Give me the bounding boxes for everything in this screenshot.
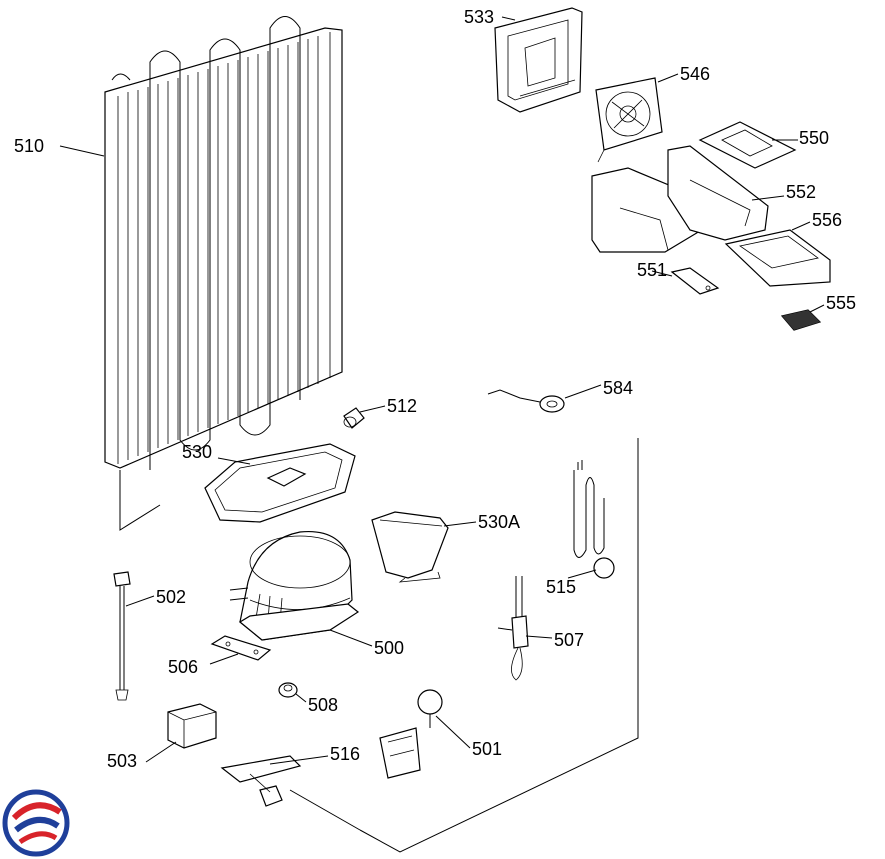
label-546: 546 bbox=[680, 64, 710, 84]
grommet-512[interactable] bbox=[343, 407, 365, 429]
label-512: 512 bbox=[387, 396, 417, 416]
filter-555[interactable] bbox=[780, 309, 822, 331]
label-550: 550 bbox=[799, 128, 829, 148]
leader-530a bbox=[443, 521, 477, 527]
leader-552 bbox=[751, 195, 785, 201]
label-500: 500 bbox=[374, 638, 404, 658]
leader-551 bbox=[651, 270, 673, 277]
thermostat-507[interactable] bbox=[497, 576, 529, 681]
label-501: 501 bbox=[472, 739, 502, 759]
sensor-584[interactable] bbox=[487, 389, 565, 413]
label-516: 516 bbox=[330, 744, 360, 764]
label-556: 556 bbox=[812, 210, 842, 230]
condenser-510[interactable] bbox=[104, 16, 343, 531]
leader-506 bbox=[209, 653, 239, 665]
leader-584 bbox=[564, 384, 602, 399]
leader-530 bbox=[217, 457, 251, 465]
compressor-500[interactable] bbox=[229, 530, 360, 641]
relay-501[interactable] bbox=[379, 689, 443, 779]
label-533: 533 bbox=[464, 7, 494, 27]
relay-502[interactable] bbox=[113, 571, 131, 701]
leader-510 bbox=[59, 145, 105, 157]
leader-500 bbox=[329, 629, 373, 647]
fan-cover-533[interactable] bbox=[494, 7, 583, 113]
label-510: 510 bbox=[14, 136, 44, 156]
leader-555 bbox=[809, 304, 825, 313]
bracket-516[interactable] bbox=[220, 755, 302, 807]
leader-508 bbox=[295, 693, 307, 703]
label-508: 508 bbox=[308, 695, 338, 715]
brand-logo bbox=[2, 789, 70, 857]
tray-556[interactable] bbox=[724, 229, 831, 287]
label-551: 551 bbox=[637, 260, 667, 280]
housing-552[interactable] bbox=[591, 145, 769, 253]
heater-515[interactable] bbox=[573, 460, 615, 579]
mount-plate-506[interactable] bbox=[210, 635, 272, 661]
label-552: 552 bbox=[786, 182, 816, 202]
leader-507 bbox=[525, 635, 553, 639]
clip-551[interactable] bbox=[670, 267, 720, 295]
label-584: 584 bbox=[603, 378, 633, 398]
label-530a: 530A bbox=[478, 512, 520, 532]
plate-550[interactable] bbox=[698, 121, 797, 169]
label-503: 503 bbox=[107, 751, 137, 771]
leader-556 bbox=[791, 221, 811, 231]
cabinet-outline bbox=[289, 438, 639, 853]
leader-512 bbox=[359, 405, 386, 413]
capacitor-503[interactable] bbox=[167, 703, 217, 749]
container-530a[interactable] bbox=[371, 511, 449, 583]
fan-546[interactable] bbox=[595, 77, 663, 163]
label-530: 530 bbox=[182, 442, 212, 462]
label-506: 506 bbox=[168, 657, 198, 677]
leader-502 bbox=[125, 595, 155, 607]
leader-533 bbox=[501, 16, 516, 21]
drip-tray-530[interactable] bbox=[204, 443, 356, 523]
label-507: 507 bbox=[554, 630, 584, 650]
leader-546 bbox=[657, 73, 679, 83]
leader-503 bbox=[145, 741, 177, 763]
grommet-508[interactable] bbox=[278, 682, 298, 698]
label-555: 555 bbox=[826, 293, 856, 313]
leader-516 bbox=[269, 755, 329, 765]
leader-515 bbox=[567, 569, 597, 579]
label-502: 502 bbox=[156, 587, 186, 607]
label-515: 515 bbox=[546, 577, 576, 597]
leader-501 bbox=[435, 715, 471, 749]
